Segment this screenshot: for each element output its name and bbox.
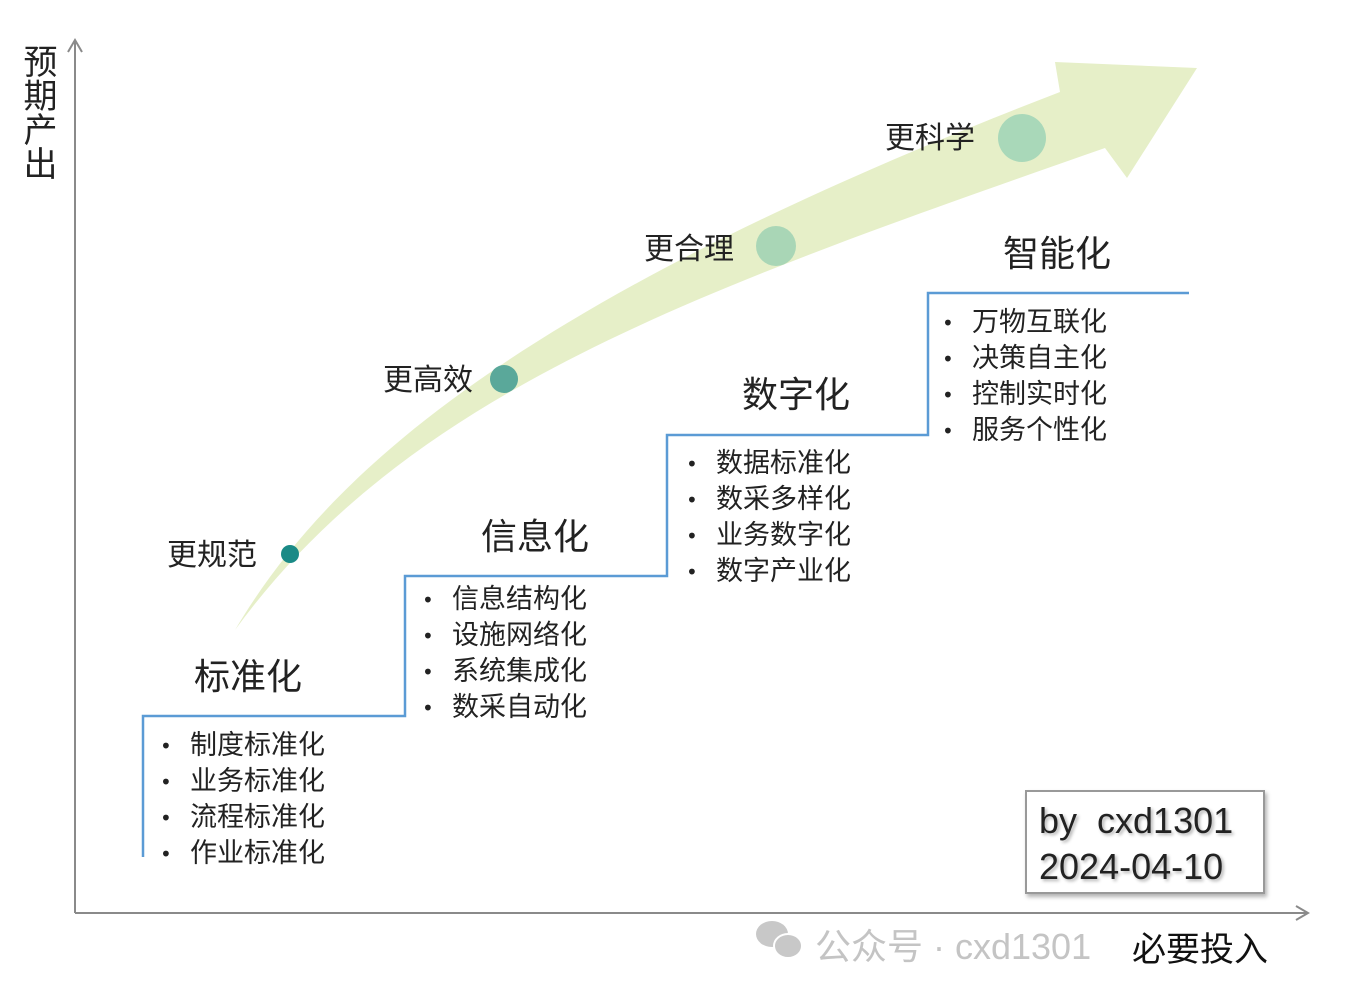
stage-title: 智能化 [1002, 234, 1112, 275]
stage-item-list: 万物互联化 决策自主化 控制实时化 服务个性化 [942, 305, 1107, 449]
x-axis [75, 905, 1310, 921]
milestone-dot [998, 114, 1046, 162]
list-item: 设施网络化 [422, 618, 587, 654]
stage-title: 数字化 [741, 375, 851, 416]
list-item: 万物互联化 [942, 305, 1107, 341]
list-item: 数采多样化 [686, 482, 851, 518]
credit-author: by cxd1301 [1039, 800, 1234, 841]
list-item: 数采自动化 [422, 690, 587, 726]
watermark: 公众号 · cxd1301 [815, 926, 1092, 967]
list-item: 服务个性化 [942, 413, 1107, 449]
milestone-dot [756, 226, 796, 266]
list-item: 业务标准化 [160, 764, 325, 800]
list-item: 信息结构化 [422, 582, 587, 618]
list-item: 制度标准化 [160, 728, 325, 764]
x-axis-label: 必要投入 [1132, 930, 1268, 970]
y-axis-label: 预期产出 [17, 44, 57, 180]
list-item: 作业标准化 [160, 836, 325, 872]
milestone-label: 更合理 [644, 232, 734, 267]
credit-box: by cxd1301 2024-04-10 [1025, 790, 1265, 894]
milestone-label: 更高效 [383, 363, 473, 398]
milestone-dot [281, 545, 299, 563]
wechat-icon [756, 921, 803, 959]
y-axis [67, 38, 83, 913]
milestone-dot [490, 365, 518, 393]
list-item: 数字产业化 [686, 554, 851, 590]
list-item: 决策自主化 [942, 341, 1107, 377]
milestone-label: 更科学 [885, 121, 975, 156]
growth-arrow [235, 62, 1197, 630]
list-item: 数据标准化 [686, 446, 851, 482]
stage-title: 信息化 [480, 517, 590, 558]
stage-title: 标准化 [193, 657, 303, 698]
list-item: 流程标准化 [160, 800, 325, 836]
stage-item-list: 数据标准化 数采多样化 业务数字化 数字产业化 [686, 446, 851, 590]
list-item: 系统集成化 [422, 654, 587, 690]
stage-item-list: 信息结构化 设施网络化 系统集成化 数采自动化 [422, 582, 587, 726]
staircase-line [141, 291, 1189, 857]
credit-date: 2024-04-10 [1039, 846, 1224, 887]
stage-item-list: 制度标准化 业务标准化 流程标准化 作业标准化 [160, 728, 325, 872]
list-item: 业务数字化 [686, 518, 851, 554]
milestone-label: 更规范 [167, 538, 257, 573]
list-item: 控制实时化 [942, 377, 1107, 413]
